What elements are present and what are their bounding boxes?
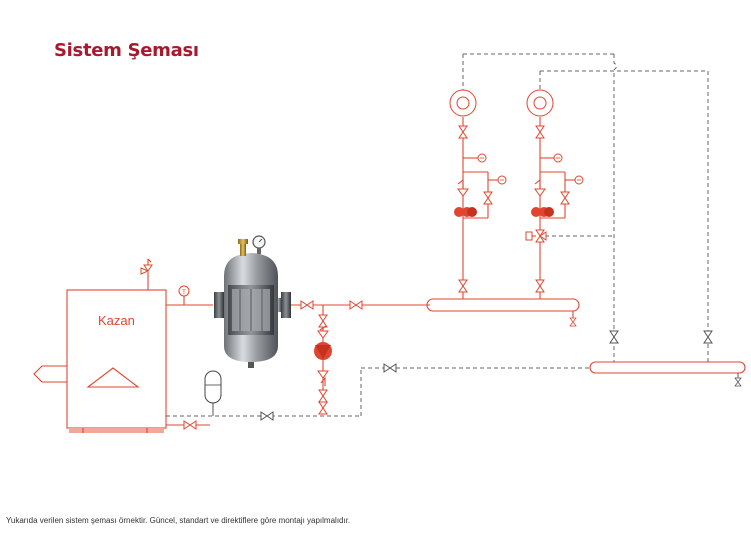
valve-icon (318, 314, 328, 328)
svg-text:T: T (181, 289, 186, 296)
heater-icon (526, 89, 554, 117)
valve-icon (349, 300, 363, 310)
safety-valve-icon (140, 258, 153, 275)
thermometer-icon: T (178, 285, 190, 305)
valve-icon (183, 420, 197, 430)
page-title: Sistem Şeması (54, 40, 199, 61)
return-header (589, 361, 746, 387)
heater-icon (449, 89, 477, 117)
boiler-label: Kazan (98, 313, 135, 328)
valve-icon (383, 363, 397, 373)
valve-icon (703, 330, 713, 344)
supply-header (426, 298, 580, 327)
valve-icon (318, 389, 328, 403)
pump-icon (314, 342, 332, 360)
return-pipe (166, 53, 709, 417)
dirt-separator-icon (214, 235, 291, 368)
valve-icon (300, 300, 314, 310)
expansion-tank-icon (204, 370, 222, 416)
check-valve-icon (317, 325, 329, 339)
valve-icon (318, 401, 328, 415)
boiler (33, 272, 167, 433)
valve-icon (609, 330, 619, 344)
heating-circuit-1 (449, 89, 507, 299)
pump-icon (454, 207, 464, 217)
valve-icon (260, 411, 274, 421)
footnote: Yukarıda verilen sistem şeması örnektir.… (6, 516, 351, 525)
mixing-valve-icon (525, 229, 547, 243)
check-valve-icon (317, 370, 329, 386)
heating-circuit-2 (525, 89, 584, 299)
